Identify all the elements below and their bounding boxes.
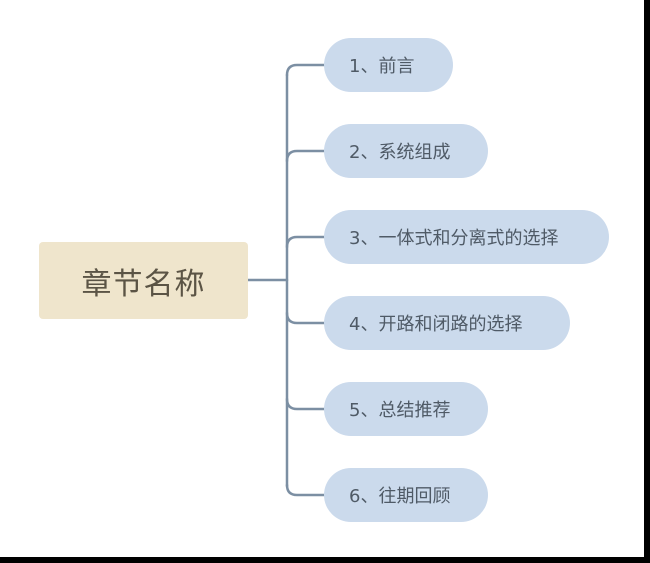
- subtopic-1[interactable]: 1、前言: [324, 38, 453, 92]
- connector-branch-4: [285, 311, 326, 325]
- subtopic-3-label: 3、一体式和分离式的选择: [349, 228, 559, 249]
- subtopic-4-label: 4、开路和闭路的选择: [349, 314, 523, 335]
- subtopic-2[interactable]: 2、系统组成: [324, 124, 488, 178]
- subtopic-5-label: 5、总结推荐: [349, 400, 451, 421]
- root-topic-label: 章节名称: [81, 266, 206, 302]
- connector-branch-2: [285, 149, 326, 163]
- subtopic-4[interactable]: 4、开路和闭路的选择: [324, 296, 570, 350]
- subtopic-6[interactable]: 6、往期回顾: [324, 468, 488, 522]
- subtopic-3[interactable]: 3、一体式和分离式的选择: [324, 210, 609, 264]
- subtopic-1-label: 1、前言: [349, 56, 415, 77]
- connector-branch-1: [285, 63, 326, 77]
- connector-branch-5: [285, 397, 326, 411]
- root-topic[interactable]: 章节名称: [39, 242, 248, 319]
- subtopic-5[interactable]: 5、总结推荐: [324, 382, 488, 436]
- connector-branch-6: [285, 483, 326, 497]
- subtopic-2-label: 2、系统组成: [349, 142, 451, 163]
- subtopic-6-label: 6、往期回顾: [349, 486, 451, 507]
- connector-branch-3: [285, 235, 326, 249]
